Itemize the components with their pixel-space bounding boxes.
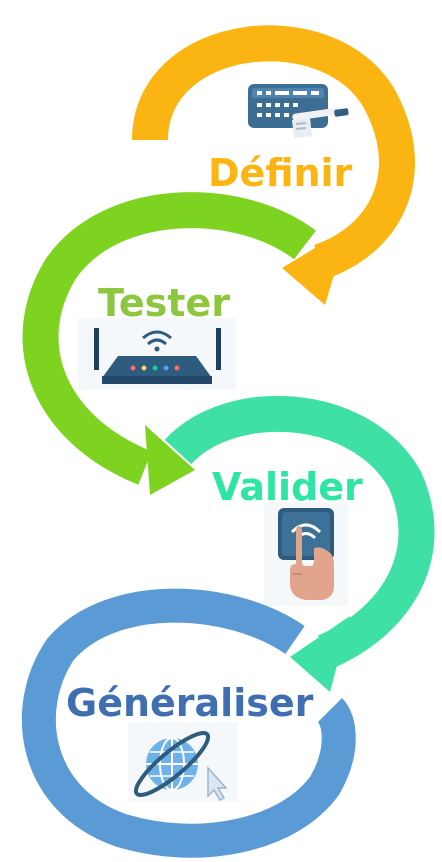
step-label: Tester [98, 281, 230, 325]
tester-arrow-head [145, 425, 195, 495]
globe-cursor-icon [128, 722, 238, 802]
touch-button-icon [264, 502, 348, 606]
valider-arrow-ring [164, 395, 435, 669]
definir-arrow-ring [132, 25, 415, 280]
step-label: Généraliser [66, 681, 314, 725]
keyboard-pen-icon [248, 84, 349, 138]
generaliser-ring [21, 588, 356, 858]
definir-arrow-head [282, 228, 348, 305]
step-label: Valider [212, 465, 363, 509]
step-label: Définir [208, 151, 353, 195]
step-valider: Valider [164, 395, 435, 692]
tester-arrow-ring [22, 192, 316, 485]
step-generaliser: Généraliser [21, 588, 356, 858]
step-definir: Définir [132, 25, 415, 305]
valider-arrow-head [290, 616, 350, 692]
step-tester: Tester [22, 192, 316, 495]
wifi-router-icon [78, 318, 236, 390]
